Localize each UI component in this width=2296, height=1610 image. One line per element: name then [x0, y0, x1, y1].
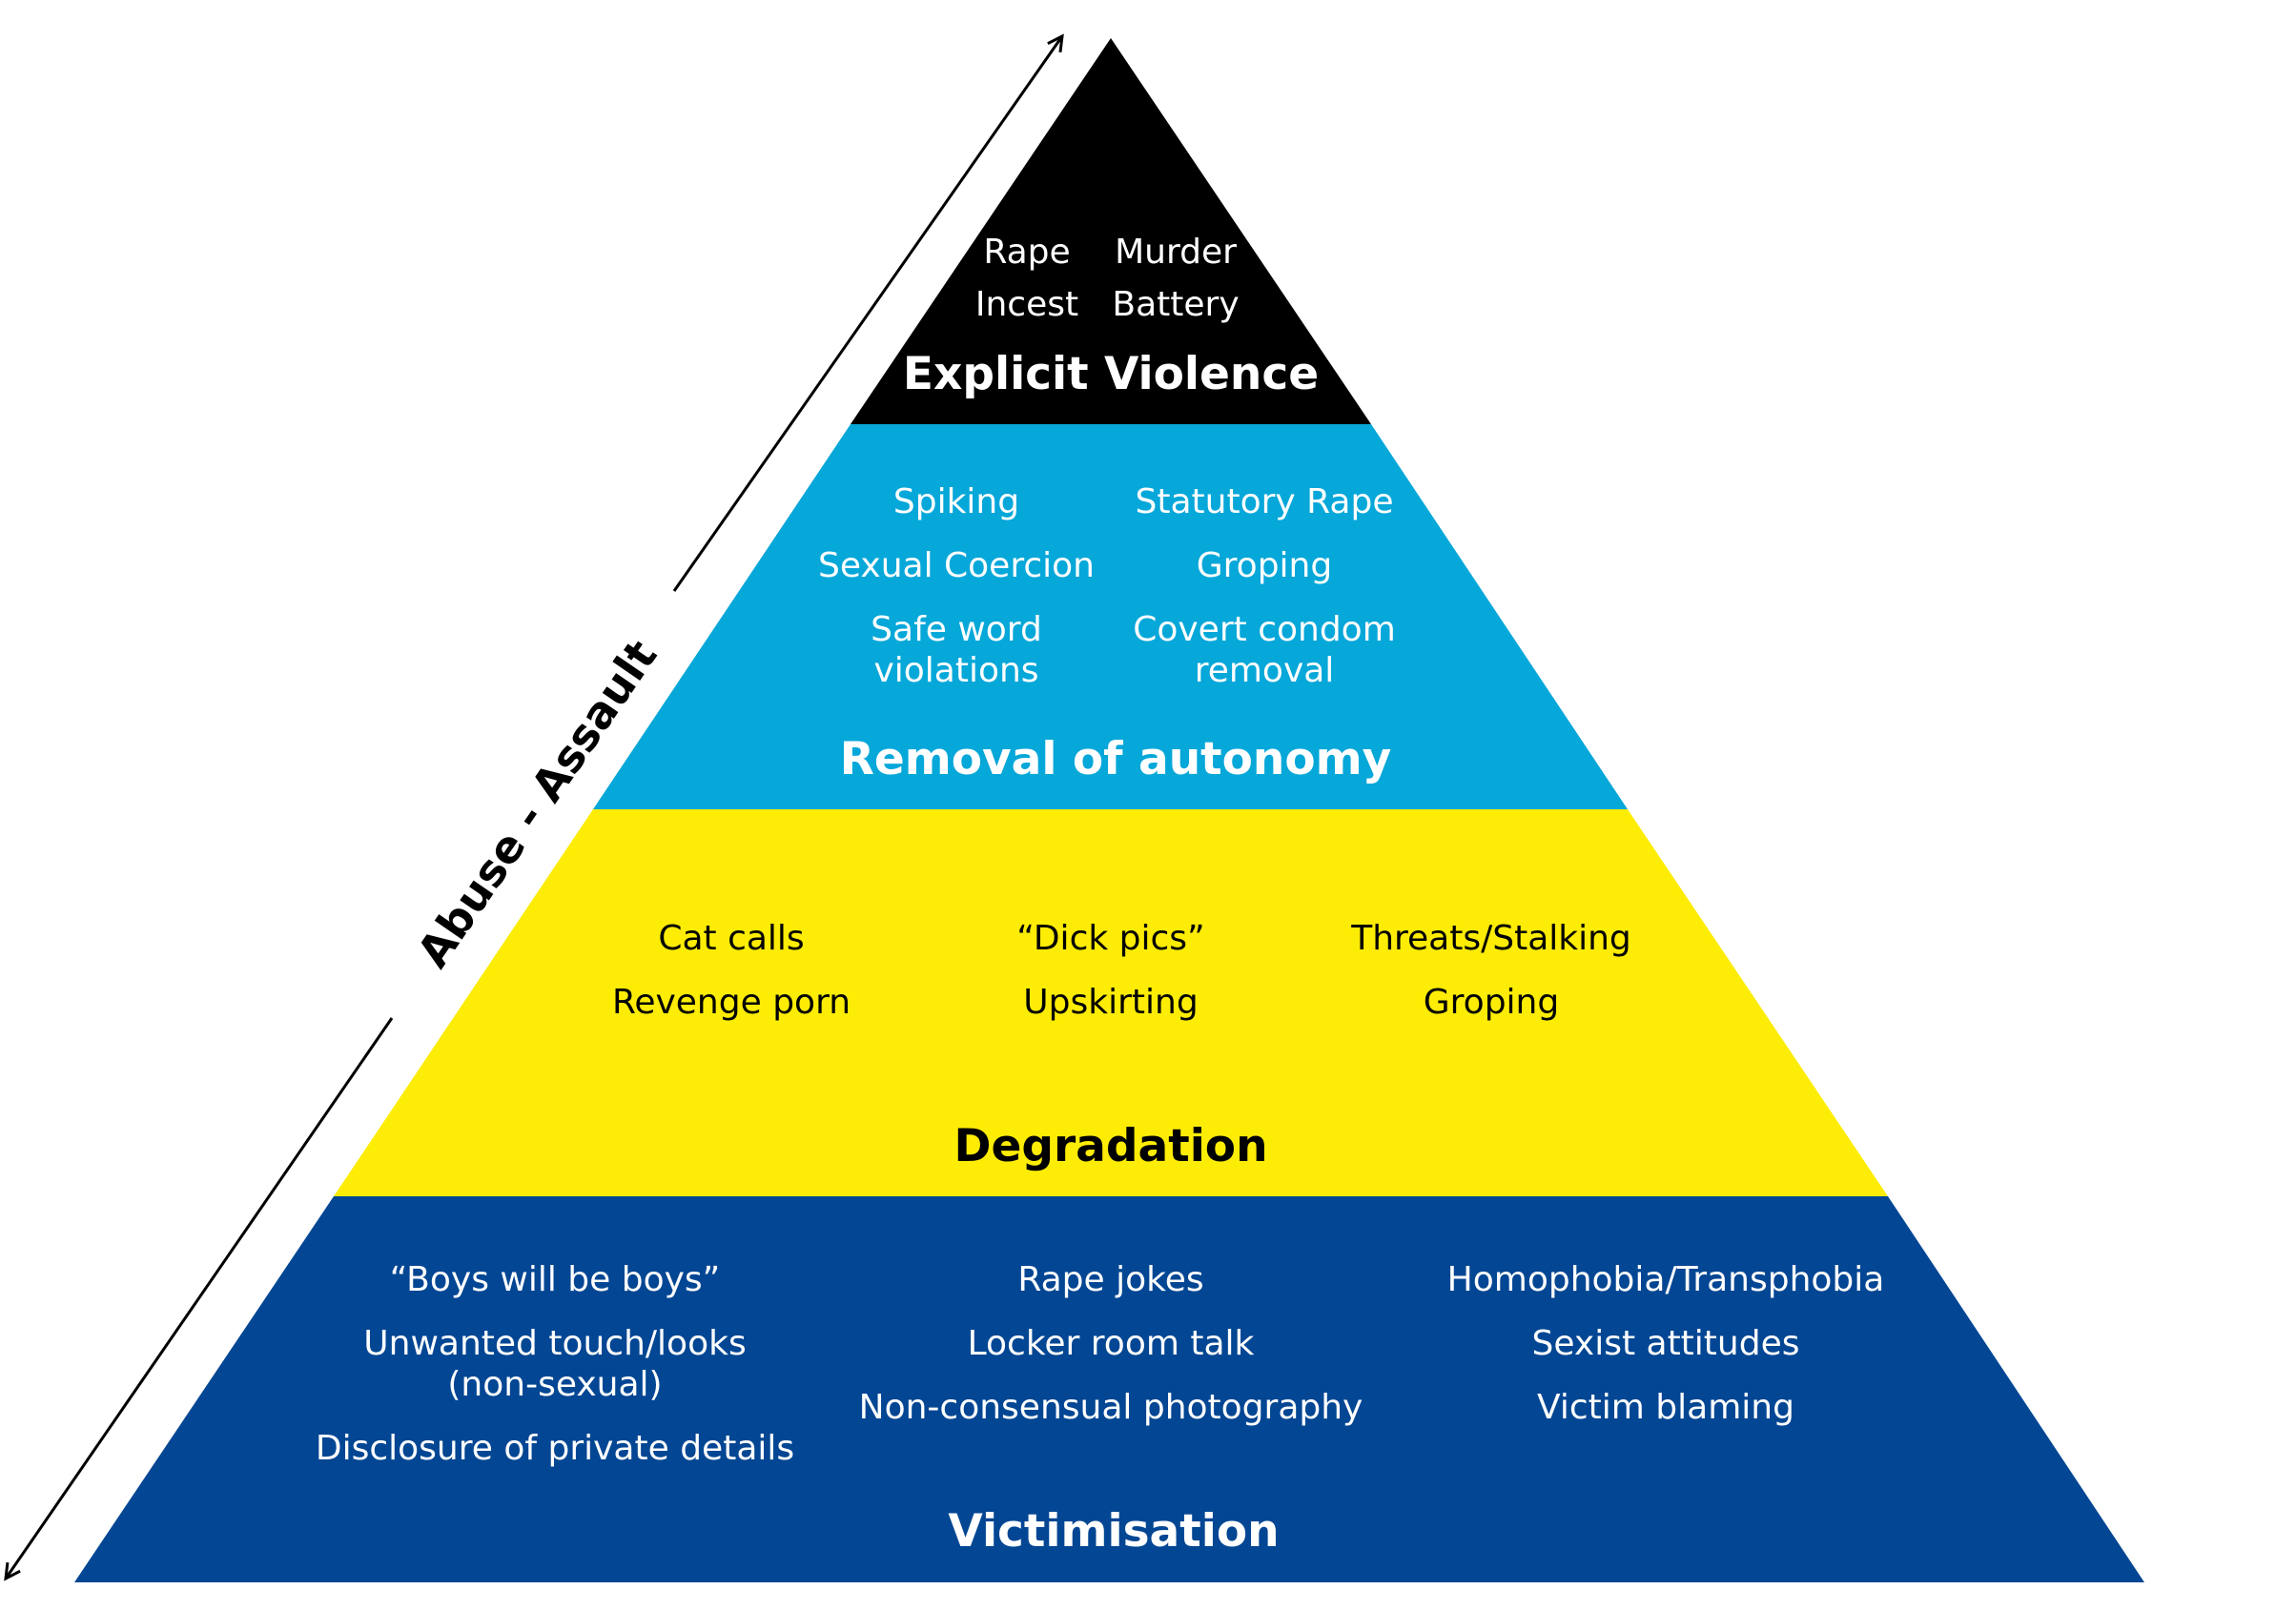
- tier-explicit-violence-band: [851, 38, 1371, 424]
- axis-arrow-lower: [6, 1017, 394, 1579]
- tier-item: Locker room talk: [968, 1324, 1255, 1363]
- tier-item: “Dick pics”: [1016, 919, 1204, 958]
- tier-item: Unwanted touch/looks: [363, 1324, 746, 1363]
- tier-item: Cat calls: [658, 919, 804, 958]
- tier-item: Homophobia/Transphobia: [1447, 1260, 1885, 1299]
- tier-title: Removal of autonomy: [840, 733, 1392, 785]
- tier-item: Incest: [975, 285, 1078, 324]
- tier-degradation: Cat calls Revenge porn “Dick pics” Upski…: [612, 919, 1631, 1172]
- tier-degradation-band: [334, 809, 1888, 1196]
- tier-removal-of-autonomy: Spiking Sexual Coercion Safe word violat…: [818, 482, 1396, 785]
- tier-item: Covert condom: [1133, 610, 1396, 649]
- tier-item: Safe word: [871, 610, 1042, 649]
- tier-item: Non-consensual photography: [859, 1388, 1363, 1427]
- tier-item: Victim blaming: [1537, 1388, 1794, 1427]
- tier-item: Statutory Rape: [1136, 482, 1394, 521]
- tier-item: (non-sexual): [447, 1365, 662, 1404]
- tier-item: Groping: [1424, 983, 1559, 1022]
- tier-item: Sexist attitudes: [1532, 1324, 1800, 1363]
- tier-item: Battery: [1112, 285, 1239, 324]
- tier-explicit-violence: Rape Incest Murder Battery Explicit Viol…: [903, 233, 1319, 400]
- tier-item: Disclosure of private details: [316, 1429, 794, 1468]
- tier-item: Sexual Coercion: [818, 546, 1095, 585]
- tier-item: removal: [1195, 651, 1335, 690]
- tier-item: Rape: [983, 233, 1070, 272]
- tier-item: Spiking: [893, 482, 1019, 521]
- tier-item: Revenge porn: [612, 983, 851, 1022]
- tier-item: Murder: [1115, 233, 1237, 272]
- tier-title: Victimisation: [948, 1505, 1279, 1558]
- tier-item: Upskirting: [1023, 983, 1198, 1022]
- tier-title: Degradation: [953, 1120, 1267, 1172]
- tier-removal-of-autonomy-band: [593, 424, 1628, 809]
- tier-victimisation-band: [74, 1196, 2144, 1582]
- tier-item: Groping: [1197, 546, 1332, 585]
- tier-title: Explicit Violence: [903, 348, 1319, 400]
- tier-item: “Boys will be boys”: [390, 1260, 721, 1299]
- tier-victimisation: “Boys will be boys” Unwanted touch/looks…: [316, 1260, 1884, 1558]
- axis-arrow-upper: [672, 36, 1062, 592]
- tier-item: violations: [873, 651, 1038, 690]
- tier-item: Threats/Stalking: [1350, 919, 1631, 958]
- tier-item: Rape jokes: [1017, 1260, 1203, 1299]
